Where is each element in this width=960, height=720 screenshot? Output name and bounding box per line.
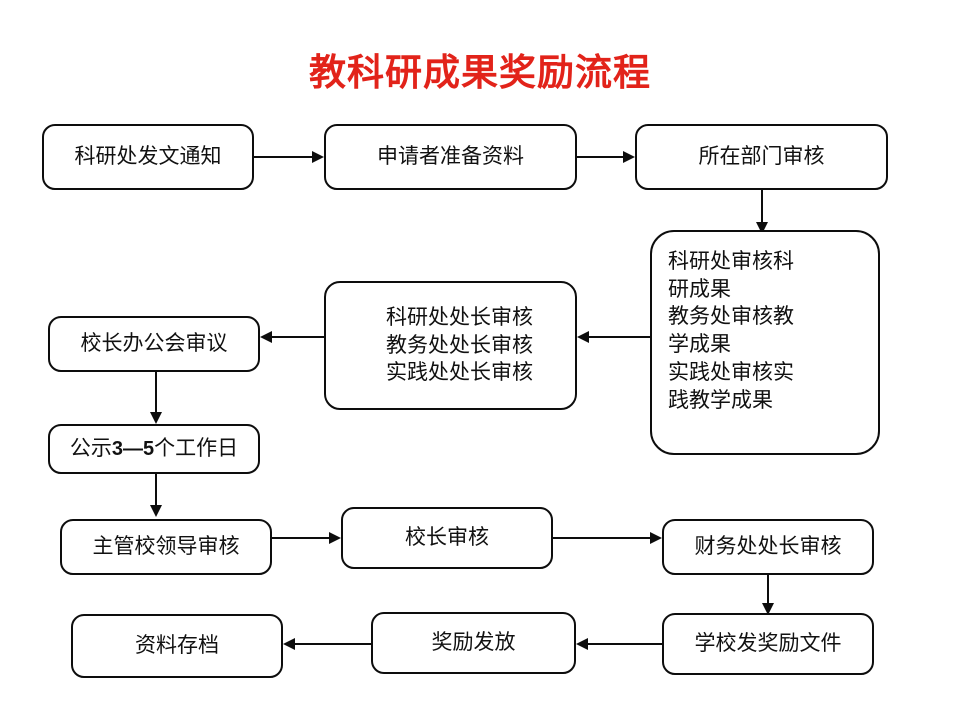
edge-n2-n3-arrowhead [623,151,635,163]
edge-n6-n7-arrowhead [150,412,162,424]
edge-n10-n11-line [767,575,770,603]
node-label: 学校发奖励文件 [694,631,842,656]
node-label: 财务处处长审核 [694,534,842,559]
node-label-line: 研成果 [668,276,731,301]
edge-n1-n2-line [254,156,312,159]
node-label-line: 实践处审核实 [668,359,794,384]
edge-n7-n8-line [155,474,158,505]
node-caiwuchu-chuzhang-shenhe[interactable]: 财务处处长审核 [662,519,874,575]
node-label: 校长审核 [405,525,489,550]
edge-n4-n5-line [589,336,650,339]
node-keyanchu-fawen-tongzhi[interactable]: 科研处发文通知 [42,124,254,190]
node-xiaozhang-bangongh-shenyi[interactable]: 校长办公会审议 [48,316,260,372]
node-label-line: 践教学成果 [668,387,773,412]
edge-n11-n12-line [588,643,662,646]
node-label: 主管校领导审核 [92,534,240,559]
node-label-line: 学成果 [668,332,731,357]
edge-n6-n7-line [155,372,158,412]
edge-n10-n11-arrowhead [762,603,774,615]
edge-n12-n13-line [295,643,371,646]
node-xiaozhang-shenhe[interactable]: 校长审核 [341,507,553,569]
edge-n5-n6-arrowhead [260,331,272,343]
edge-n9-n10-line [553,537,650,540]
node-shenqingzhe-zhunbei-ziliao[interactable]: 申请者准备资料 [324,124,577,190]
edge-n4-n5-arrowhead [577,331,589,343]
edge-n5-n6-line [272,336,324,339]
node-ziliao-cundang[interactable]: 资料存档 [71,614,283,678]
edge-n9-n10-arrowhead [650,532,662,544]
edge-n11-n12-arrowhead [576,638,588,650]
edge-n1-n2-arrowhead [312,151,324,163]
node-label-line: 教务处处长审核 [386,332,533,357]
node-suozai-bumen-shenhe[interactable]: 所在部门审核 [635,124,888,190]
node-label: 奖励发放 [431,630,516,655]
edge-n8-n9-arrowhead [329,532,341,544]
node-jiangli-fafang[interactable]: 奖励发放 [371,612,576,674]
edge-n2-n3-line [577,156,623,159]
node-zhuguan-xiaolingdao-shenhe[interactable]: 主管校领导审核 [60,519,272,575]
edge-n8-n9-line [272,537,329,540]
node-label-number: 3—5 [111,438,155,461]
node-label-line: 实践处处长审核 [386,360,533,385]
edge-n7-n8-arrowhead [150,505,162,517]
node-label: 校长办公会审议 [80,331,228,356]
node-label: 资料存档 [135,633,219,658]
node-label: 申请者准备资料 [377,144,524,169]
edge-n12-n13-arrowhead [283,638,295,650]
edge-n3-n4-line [761,190,764,222]
node-label-suffix: 个工作日 [154,436,239,461]
node-gongshi-gongzuori[interactable]: 公示3—5个工作日 [48,424,260,474]
node-label: 公示3—5个工作日 [70,435,238,463]
page-title: 教科研成果奖励流程 [309,53,651,94]
node-sanchu-chuzhang-shenhe[interactable]: 科研处处长审核 教务处处长审核 实践处处长审核 [324,281,577,410]
node-label: 科研处发文通知 [74,144,222,169]
node-label-line: 教务处审核教 [668,304,794,329]
node-label-prefix: 公示 [69,436,112,461]
node-xuexiao-fa-jiangli-wenjian[interactable]: 学校发奖励文件 [662,613,874,675]
node-label-line: 科研处处长审核 [386,304,533,329]
node-sanchu-shenhe-chengguo[interactable]: 科研处审核科 研成果 教务处审核教 学成果 实践处审核实 践教学成果 [650,230,880,455]
node-label: 所在部门审核 [698,144,825,169]
node-label-line: 科研处审核科 [668,249,794,273]
